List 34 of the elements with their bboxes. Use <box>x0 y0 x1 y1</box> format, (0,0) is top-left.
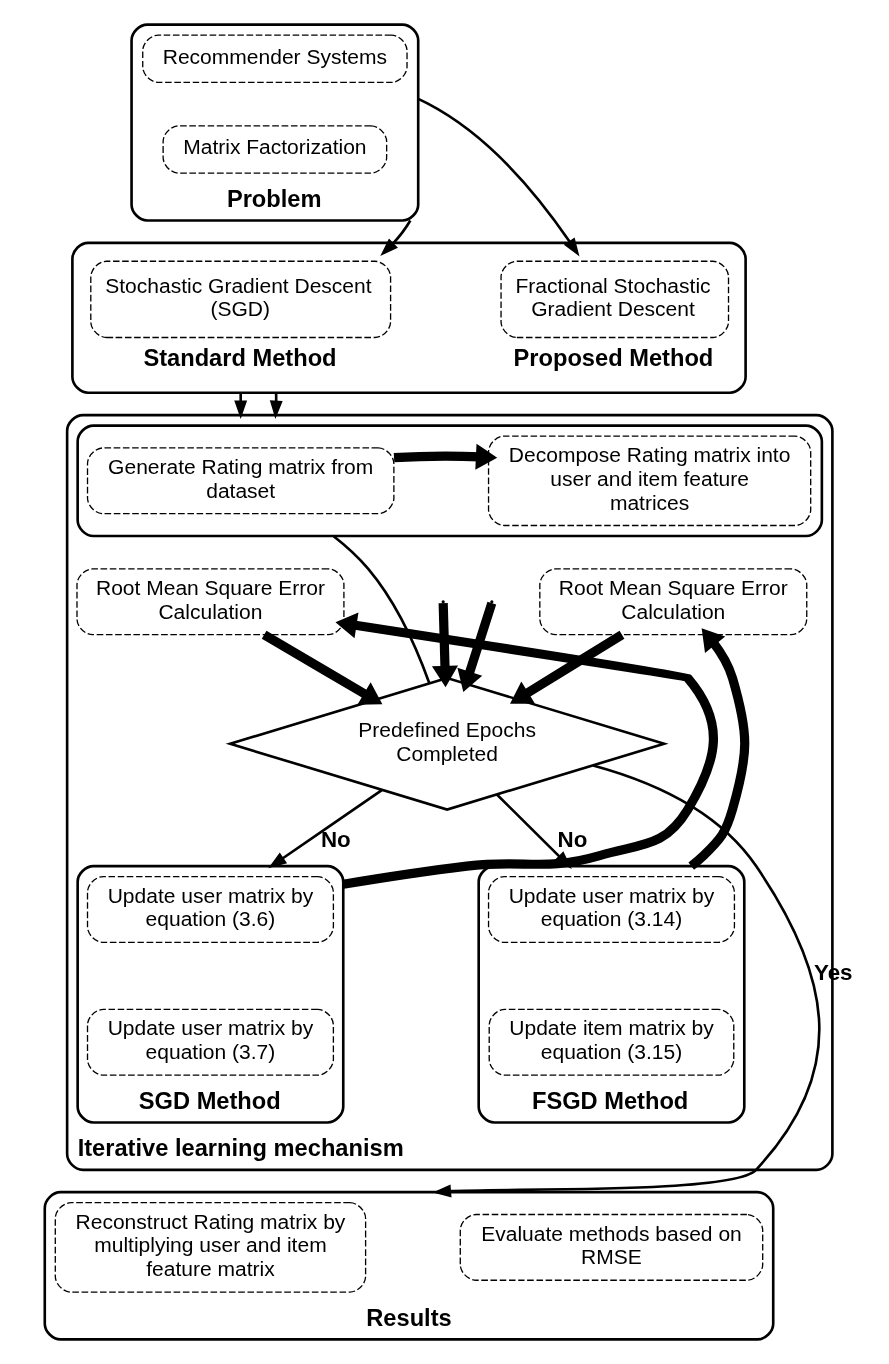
node-box: Reconstruct Rating matrix by multiplying user and item feature matrix <box>54 1202 367 1293</box>
arrow <box>688 628 750 870</box>
edge-label: No <box>557 827 588 853</box>
cluster <box>71 241 747 395</box>
node-box: Root Mean Square Error Calculation <box>76 568 345 636</box>
arrow <box>417 97 580 257</box>
node-box: Update user matrix by equation (3.14) <box>487 875 736 943</box>
node-box: Recommender Systems <box>142 34 408 84</box>
node-label: Proposed Method <box>513 344 714 371</box>
node-box: Evaluate methods based on RMSE <box>459 1213 764 1281</box>
arrow <box>457 601 497 692</box>
edge-label: No <box>320 827 351 853</box>
node-box: Update item matrix by equation (3.15) <box>488 1008 735 1076</box>
node-box: Matrix Factorization <box>162 125 388 174</box>
arrow <box>268 789 383 869</box>
arrow <box>380 219 412 256</box>
arrow <box>261 630 383 705</box>
node-box: Stochastic Gradient Descent (SGD) <box>90 260 392 339</box>
node-label: Standard Method <box>143 344 337 371</box>
node-box: Decompose Rating matrix into user and item feature matrices <box>487 435 812 527</box>
node-box: Fractional Stochastic Gradient Descent <box>500 260 730 339</box>
arrow <box>335 612 718 889</box>
node-box: Generate Rating matrix from dataset <box>86 447 395 515</box>
node-box: Update user matrix by equation (3.6) <box>86 875 335 943</box>
arrow <box>432 764 821 1198</box>
node-diamond: Predefined Epochs Completed <box>225 676 669 811</box>
arrow <box>495 793 572 869</box>
arrow <box>393 443 498 470</box>
arrow <box>234 392 248 420</box>
connector <box>332 535 431 684</box>
cluster <box>76 424 824 538</box>
node-box: Update user matrix by equation (3.7) <box>86 1008 335 1076</box>
arrow <box>431 603 458 688</box>
node-box: Root Mean Square Error Calculation <box>539 568 808 636</box>
